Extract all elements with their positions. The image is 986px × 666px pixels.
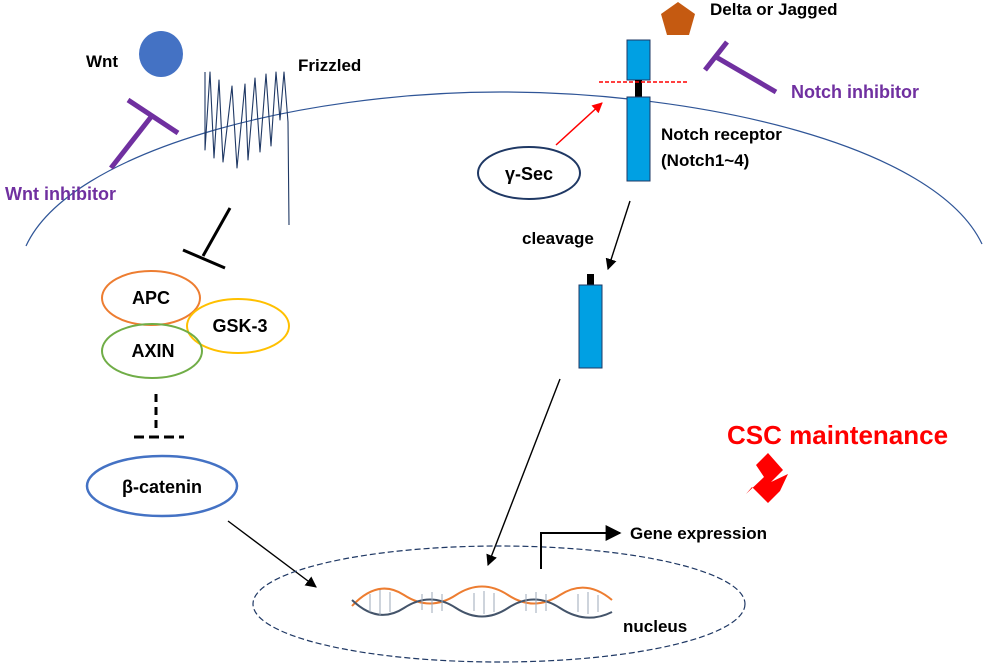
frizzled-inhibition-line [182, 207, 232, 270]
cleavage-label: cleavage [522, 229, 594, 248]
nicd-to-nucleus-arrow [486, 378, 561, 567]
nucleus [252, 545, 746, 663]
cell-membrane [25, 91, 983, 247]
wnt-inhibitor-label: Wnt inhibitor [5, 184, 116, 204]
nicd-tether [587, 274, 594, 285]
gsk3-label: GSK-3 [212, 316, 267, 336]
dna-helix-icon [351, 585, 613, 619]
gamma-sec-node [477, 146, 581, 200]
wnt-inhibitor-icon [109, 97, 180, 170]
apc-label: APC [132, 288, 170, 308]
nicd-fragment [578, 284, 603, 369]
gamma-sec-label: γ-Sec [505, 164, 553, 184]
frizzled-receptor-icon [204, 71, 290, 226]
notch-extracellular-domain [626, 39, 651, 81]
delta-jagged-ligand-icon [661, 2, 695, 35]
frizzled-label: Frizzled [298, 56, 361, 75]
wnt-label: Wnt [86, 52, 118, 71]
delta-jagged-label: Delta or Jagged [710, 0, 838, 19]
beta-catenin-node [85, 454, 239, 518]
beta-catenin-label: β-catenin [122, 477, 202, 497]
gsk3-node [186, 298, 290, 354]
notch-receptor-label-line2: (Notch1~4) [661, 151, 749, 170]
axin-node [101, 323, 203, 379]
notch-receptor-label-line1: Notch receptor [661, 125, 782, 144]
cleavage-arrow [605, 200, 631, 271]
wnt-ligand-icon [139, 31, 183, 77]
axin-label: AXIN [131, 341, 174, 361]
notch-transmembrane-segment [635, 80, 642, 97]
nucleus-label: nucleus [623, 617, 687, 636]
destruction-complex-inhibition-line [134, 394, 184, 439]
gene-expression-arrow [540, 525, 622, 569]
beta-catenin-to-nucleus-arrow [227, 520, 317, 588]
notch-intracellular-domain [626, 96, 651, 182]
notch-inhibitor-icon [703, 40, 778, 95]
csc-maintenance-label: CSC maintenance [727, 420, 948, 450]
gene-expression-label: Gene expression [630, 524, 767, 543]
gamma-sec-arrow [555, 102, 603, 146]
notch-inhibitor-label: Notch inhibitor [791, 82, 919, 102]
csc-block-arrow-icon [746, 453, 788, 503]
